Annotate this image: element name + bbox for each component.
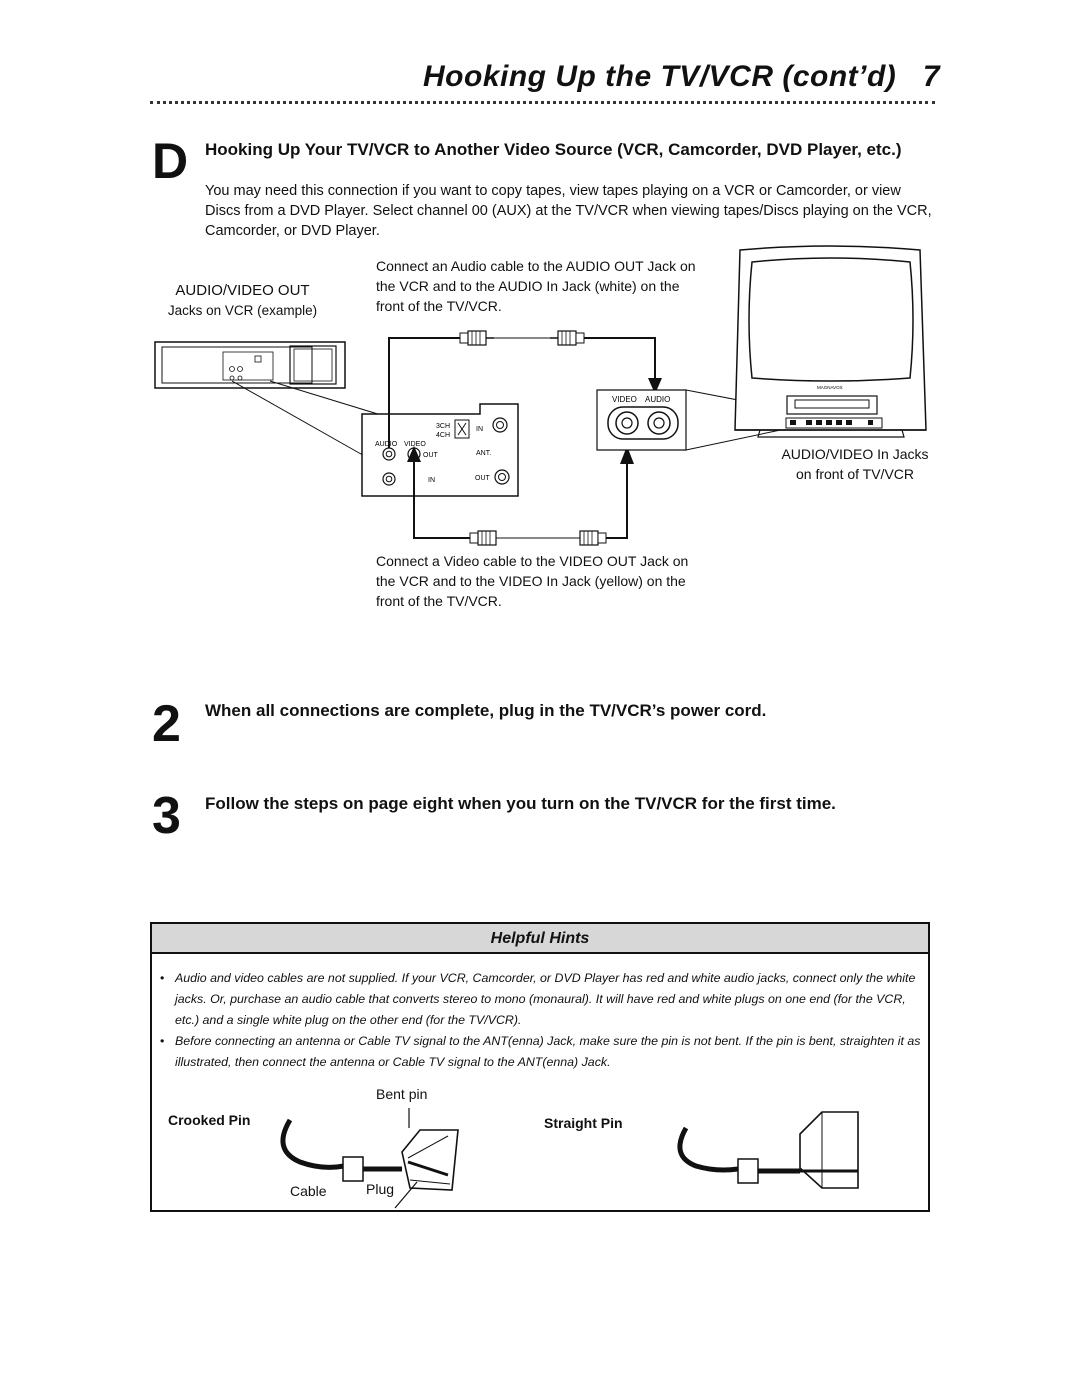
tv-jacks-label: AUDIO/VIDEO In Jacks on front of TV/VCR [760, 444, 950, 484]
crooked-pin-illustration [280, 1108, 459, 1209]
hint-item: • Before connecting an antenna or Cable … [160, 1031, 922, 1073]
tv-front-jacks: VIDEO AUDIO [596, 389, 791, 451]
hint-bullet: • [160, 1034, 165, 1048]
vcr-jacks-label-line2: Jacks on VCR (example) [167, 303, 318, 318]
page-title: Hooking Up the TV/VCR (cont’d) 7 [380, 60, 940, 94]
hint-text: Audio and video cables are not supplied.… [175, 971, 916, 1027]
video-cable-caption: Connect a Video cable to the VIDEO OUT J… [376, 553, 689, 609]
title-divider [150, 101, 935, 104]
helpful-hints-header [152, 924, 928, 954]
bent-pin-label: Bent pin [376, 1086, 428, 1102]
vcr-illustration [154, 341, 346, 389]
audio-cable [388, 330, 662, 448]
section-letter: D [152, 133, 189, 189]
video-cable [407, 446, 634, 546]
panel-label-video: VIDEO [404, 441, 426, 448]
panel-label-4ch: 4CH [436, 432, 450, 439]
section-body: You may need this connection if you want… [205, 183, 932, 239]
vcr-jacks-label-line1: AUDIO/VIDEO OUT [175, 282, 310, 299]
panel-label-out: OUT [423, 452, 439, 459]
connection-diagram: 3CH 4CH IN AUDIO VIDEO OUT ANT. IN OUT [154, 245, 927, 546]
step-2-number: 2 [152, 695, 181, 753]
panel-label-out2: OUT [475, 475, 491, 482]
page-title-text: Hooking Up the TV/VCR (cont’d) [423, 60, 897, 93]
step-2-text: When all connections are complete, plug … [205, 701, 767, 720]
helpful-hints-title: Helpful Hints [490, 930, 590, 947]
hint-bullet: • [160, 971, 165, 985]
panel-label-in2: IN [428, 477, 435, 484]
cable-label: Cable [290, 1183, 327, 1199]
straight-pin-illustration [677, 1111, 859, 1189]
audio-cable-caption: Connect an Audio cable to the AUDIO OUT … [376, 258, 696, 314]
tv-jacks-label-line1: AUDIO/VIDEO In Jacks [781, 446, 929, 462]
step-3-text: Follow the steps on page eight when you … [205, 794, 836, 813]
section-heading: Hooking Up Your TV/VCR to Another Video … [205, 140, 902, 159]
page-number: 7 [922, 60, 940, 93]
vcr-jacks-label: AUDIO/VIDEO OUT Jacks on VCR (example) [150, 281, 335, 321]
front-jack-label-audio: AUDIO [645, 395, 670, 404]
pin-illustrations [280, 1108, 859, 1209]
panel-label-audio: AUDIO [375, 441, 398, 448]
panel-label-3ch: 3CH [436, 423, 450, 430]
tv-jacks-label-line2: on front of TV/VCR [795, 466, 914, 482]
front-jack-label-video: VIDEO [612, 395, 637, 404]
crooked-pin-label: Crooked Pin [168, 1112, 251, 1128]
step-3-number: 3 [152, 787, 181, 845]
hint-item: • Audio and video cables are not supplie… [160, 968, 922, 1031]
plug-label: Plug [366, 1181, 395, 1197]
panel-label-in: IN [476, 426, 483, 433]
helpful-hints-box [150, 922, 930, 1212]
hint-text: Before connecting an antenna or Cable TV… [175, 1034, 921, 1069]
tv-brand: MAGNAVOX [817, 385, 843, 390]
panel-label-ant: ANT. [476, 450, 491, 457]
straight-pin-label: Straight Pin [544, 1115, 623, 1131]
tv-vcr-illustration: MAGNAVOX [734, 245, 927, 438]
vcr-rear-panel: 3CH 4CH IN AUDIO VIDEO OUT ANT. IN OUT [361, 403, 519, 497]
